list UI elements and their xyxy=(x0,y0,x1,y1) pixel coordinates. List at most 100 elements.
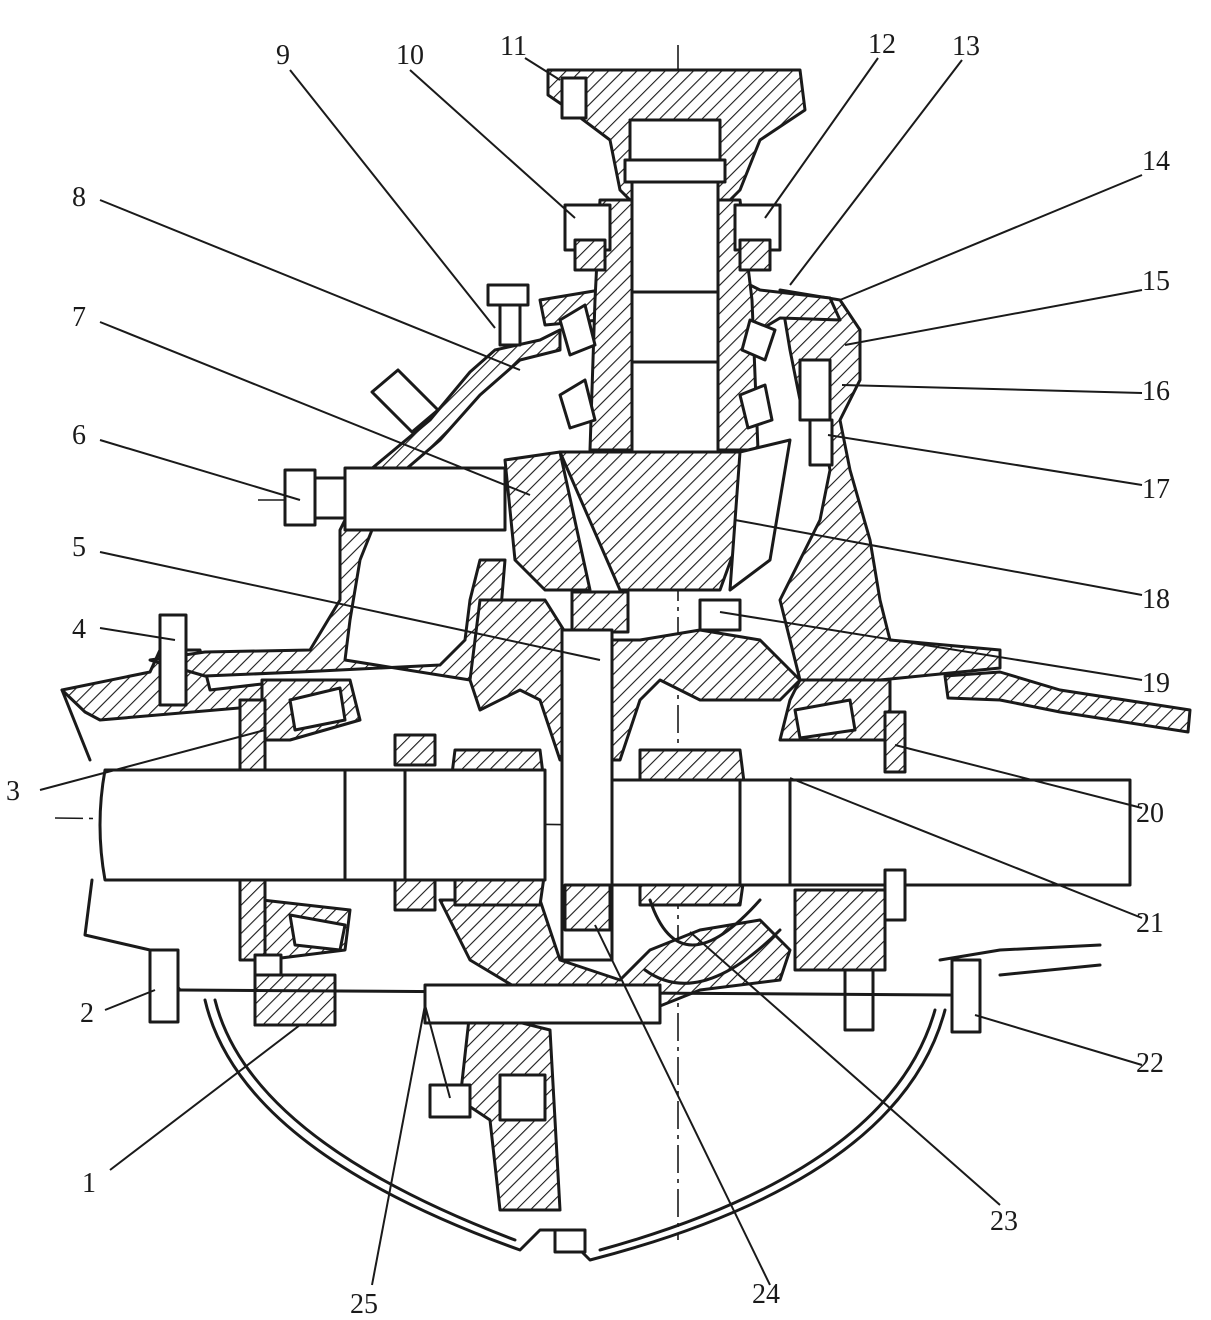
cross-pin-lower-block xyxy=(563,883,612,932)
leader-10 xyxy=(409,69,576,219)
leader-25 xyxy=(371,1004,426,1286)
label-23: 23 xyxy=(990,1206,1018,1237)
flange-nut xyxy=(628,118,722,162)
half-shafts xyxy=(98,628,1132,962)
drive-pinion-gear xyxy=(503,438,792,634)
label-11: 11 xyxy=(500,31,527,62)
right-adjust-ring-top xyxy=(883,710,907,774)
leader-16 xyxy=(841,384,1143,394)
left-half-shaft xyxy=(98,768,547,882)
part-labels: 1 2 3 4 5 6 7 8 9 10 11 12 13 14 15 16 1… xyxy=(6,29,1170,1320)
label-13: 13 xyxy=(952,31,980,62)
label-24: 24 xyxy=(752,1279,780,1310)
leader-4 xyxy=(99,627,176,641)
left-adjust-ring-bottom xyxy=(238,878,267,962)
diff-case-upper xyxy=(468,598,802,762)
pinion-gear-tooth-right xyxy=(728,438,792,592)
leader-6 xyxy=(99,439,301,501)
right-dowel xyxy=(798,358,832,422)
bolt-22 xyxy=(950,958,982,1034)
right-half-shaft-collar xyxy=(738,778,792,887)
label-25: 25 xyxy=(350,1289,378,1320)
right-half-shaft xyxy=(608,778,1132,887)
label-17: 17 xyxy=(1142,474,1170,505)
leader-7 xyxy=(99,321,531,496)
right-adjust-ring-bottom xyxy=(883,868,907,922)
bearing-roller-upper-right xyxy=(740,318,777,362)
leader-1 xyxy=(109,1024,301,1171)
label-15: 15 xyxy=(1142,266,1170,297)
label-20: 20 xyxy=(1136,798,1164,829)
upper-bolt-left xyxy=(486,283,530,307)
adjusting-bolts xyxy=(283,283,834,532)
flange-bolt-hole-left xyxy=(560,76,588,120)
right-bearing-roller-top xyxy=(793,698,857,740)
leader-9 xyxy=(289,69,496,329)
label-3: 3 xyxy=(6,776,20,807)
carrier-right-body xyxy=(778,288,1002,692)
seal-left-lip xyxy=(573,238,607,272)
leader-14 xyxy=(839,174,1143,301)
label-16: 16 xyxy=(1142,376,1170,407)
leader-2 xyxy=(104,989,156,1011)
pinion-gear-body xyxy=(558,450,772,592)
pinion-shaft-upper xyxy=(630,180,720,294)
left-bearing-roller-top xyxy=(288,686,347,732)
lower-bolt-head xyxy=(428,1083,472,1119)
bearing-roller-lower-right xyxy=(738,383,774,430)
left-side-gear-hub-bottom xyxy=(393,878,437,912)
bolt-4 xyxy=(158,613,188,707)
input-flange xyxy=(546,68,807,212)
right-axle-housing-outline xyxy=(938,943,1102,977)
label-7: 7 xyxy=(72,302,86,333)
label-8: 8 xyxy=(72,182,86,213)
label-2: 2 xyxy=(80,998,94,1029)
lower-bolt-nut xyxy=(498,1073,547,1122)
leader-13 xyxy=(789,59,963,286)
leader-5 xyxy=(99,551,601,661)
bottom-cover xyxy=(178,898,952,1262)
cover-pan xyxy=(203,998,947,1262)
side-bolt-shank xyxy=(343,466,507,532)
label-5: 5 xyxy=(72,532,86,563)
label-14: 14 xyxy=(1142,146,1170,177)
right-axle-housing-top xyxy=(943,670,1192,734)
flange-washer xyxy=(623,158,727,184)
leader-18 xyxy=(734,519,1143,596)
leader-20 xyxy=(894,744,1143,809)
pinion-shaft-mid xyxy=(616,290,732,364)
ring-gear-sweep xyxy=(643,898,782,985)
label-18: 18 xyxy=(1142,584,1170,615)
leader-11 xyxy=(524,57,561,81)
pinion-sleeve-right xyxy=(716,198,760,452)
differential-case xyxy=(393,598,802,1012)
ring-gear-carrier-left xyxy=(503,450,592,592)
label-9: 9 xyxy=(276,40,290,71)
left-half-shaft-spline xyxy=(343,768,407,882)
cover-pan-inner xyxy=(213,998,937,1252)
leader-3 xyxy=(39,729,266,791)
leader-25b xyxy=(424,1004,451,1099)
upper-stud-left xyxy=(498,303,522,347)
leader-21 xyxy=(789,777,1143,919)
leader-24 xyxy=(594,924,771,1286)
pinion-bearings xyxy=(558,203,782,430)
label-10: 10 xyxy=(396,40,424,71)
side-bolt-head xyxy=(283,468,317,527)
leader-15 xyxy=(844,289,1143,346)
side-bearings xyxy=(238,678,907,962)
leader-8 xyxy=(99,199,521,371)
left-bearing-roller-bottom xyxy=(288,913,347,952)
label-4: 4 xyxy=(72,614,86,645)
leader-19 xyxy=(719,611,1143,681)
label-6: 6 xyxy=(72,420,86,451)
label-22: 22 xyxy=(1136,1048,1164,1079)
leader-lines xyxy=(39,57,1143,1286)
left-cover-flange xyxy=(253,973,337,1027)
label-19: 19 xyxy=(1142,668,1170,699)
seal-right-lip xyxy=(738,238,772,272)
leader-22 xyxy=(974,1014,1143,1066)
label-21: 21 xyxy=(1136,908,1164,939)
drain-plug xyxy=(553,1228,587,1254)
